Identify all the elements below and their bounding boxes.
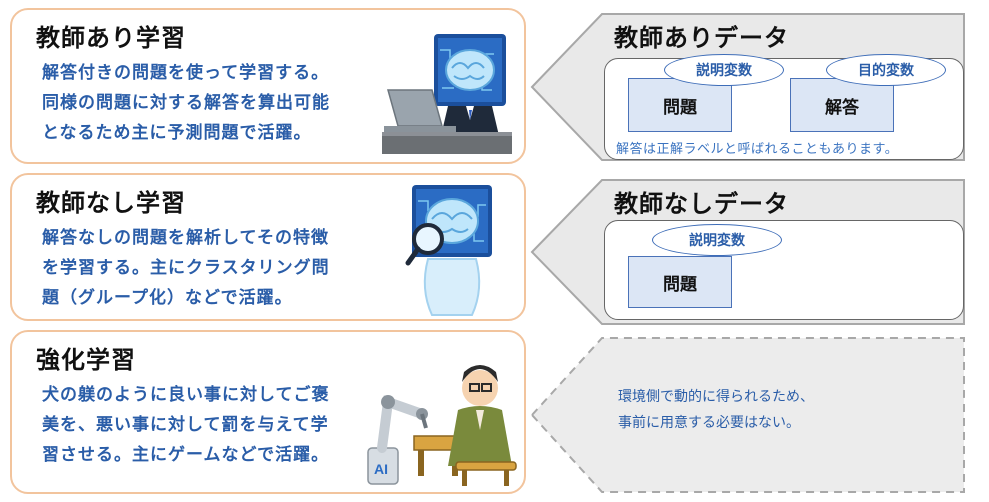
robot-arm-shogi-illustration: AI (367, 365, 517, 486)
unsupervised-data-title: 教師なしデータ (614, 190, 789, 218)
brain-magnifier-illustration (405, 185, 492, 316)
unsupervised-explanatory-variable-bubble: 説明変数 (652, 224, 782, 256)
supervised-desc-line-2: 同様の問題に対する解答を算出可能 (42, 93, 330, 113)
reinforcement-desc-line-1: 犬の躾のように良い事に対してご褒 (42, 385, 330, 405)
supervised-learning-description: 解答付きの問題を使って学習する。 同様の問題に対する解答を算出可能 となるため主… (42, 58, 382, 148)
brain-laptop-illustration (382, 34, 512, 154)
supervised-desc-line-1: 解答付きの問題を使って学習する。 (42, 63, 330, 83)
unsupervised-learning-title: 教師なし学習 (36, 189, 186, 217)
supervised-desc-line-3: となるため主に予測問題で活躍。 (42, 123, 312, 143)
explanatory-variable-bubble: 説明変数 (664, 54, 784, 86)
reinforcement-data-arrow (530, 337, 965, 493)
supervised-data-title: 教師ありデータ (614, 24, 789, 52)
reinforcement-data-line-2: 事前に用意する必要はない。 (618, 415, 800, 431)
supervised-learning-title: 教師あり学習 (36, 24, 186, 52)
unsupervised-problem-box: 問題 (628, 256, 732, 308)
unsupervised-learning-panel: 教師なし学習 解答なしの問題を解析してその特徴 を学習する。主にクラスタリング問… (10, 173, 526, 321)
reinforcement-learning-panel: 強化学習 犬の躾のように良い事に対してご褒 美を、悪い事に対して罰を与えて学 習… (10, 330, 526, 494)
reinforcement-desc-line-2: 美を、悪い事に対して罰を与えて学 (42, 415, 329, 435)
reinforcement-desc-line-3: 習させる。主にゲームなどで活躍。 (42, 445, 330, 465)
supervised-data-note: 解答は正解ラベルと呼ばれることもあります。 (616, 142, 899, 157)
problem-box: 問題 (628, 78, 732, 132)
robot-ai-label: AI (374, 461, 388, 477)
supervised-learning-panel: 教師あり学習 解答付きの問題を使って学習する。 同様の問題に対する解答を算出可能… (10, 8, 526, 164)
reinforcement-data-text: 環境側で動的に得られるため、 事前に用意する必要はない。 (618, 384, 814, 436)
reinforcement-data-line-1: 環境側で動的に得られるため、 (618, 389, 814, 405)
reinforcement-learning-description: 犬の躾のように良い事に対してご褒 美を、悪い事に対して罰を与えて学 習させる。主… (42, 380, 382, 470)
reinforcement-learning-title: 強化学習 (36, 346, 136, 374)
target-variable-bubble: 目的変数 (826, 54, 946, 86)
answer-box: 解答 (790, 78, 894, 132)
unsupervised-desc-line-3: 題（グループ化）などで活躍。 (42, 288, 293, 308)
unsupervised-learning-description: 解答なしの問題を解析してその特徴 を学習する。主にクラスタリング問 題（グループ… (42, 223, 382, 313)
unsupervised-desc-line-1: 解答なしの問題を解析してその特徴 (42, 228, 329, 248)
unsupervised-desc-line-2: を学習する。主にクラスタリング問 (42, 258, 330, 278)
